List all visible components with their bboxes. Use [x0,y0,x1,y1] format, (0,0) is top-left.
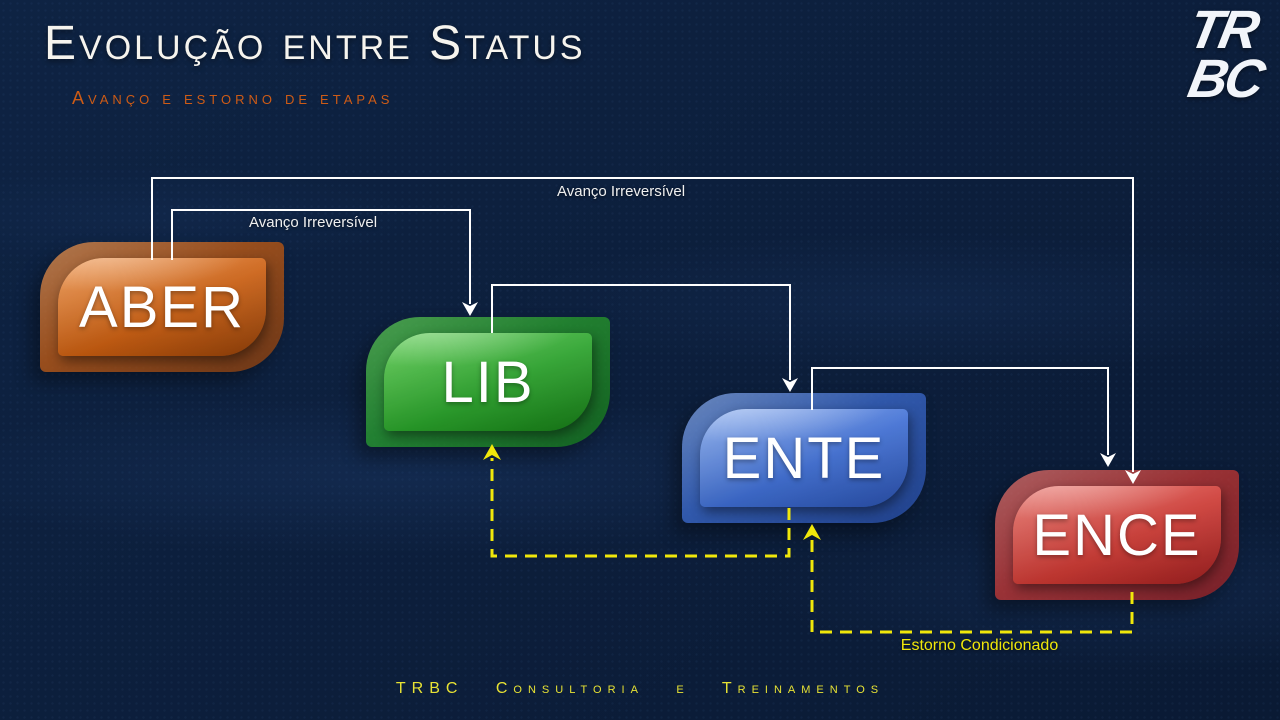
edge-label-advance-long: Avanço Irreversível [557,183,686,200]
footer-text: TRBC Consultoria e Treinamentos [395,680,885,697]
page-subtitle: Avanço e estorno de etapas [72,88,394,108]
status-label: ENCE [1032,502,1202,568]
status-label: ABER [79,274,245,340]
status-label: ENTE [722,425,886,491]
status-node-aber: ABER [40,242,284,372]
status-node-ente: ENTE [682,393,926,523]
edge-label-reversal: Estorno Condicionado [900,637,1059,654]
edge-label-advance-short: Avanço Irreversível [249,214,378,231]
status-node-lib: LIB [366,317,610,447]
brand-logo-line2: BC [1183,48,1268,109]
status-node-ence: ENCE [995,470,1239,600]
page-title: Evolução entre Status [44,17,586,70]
brand-logo-line1: TR [1183,0,1262,60]
status-label: LIB [441,349,535,415]
